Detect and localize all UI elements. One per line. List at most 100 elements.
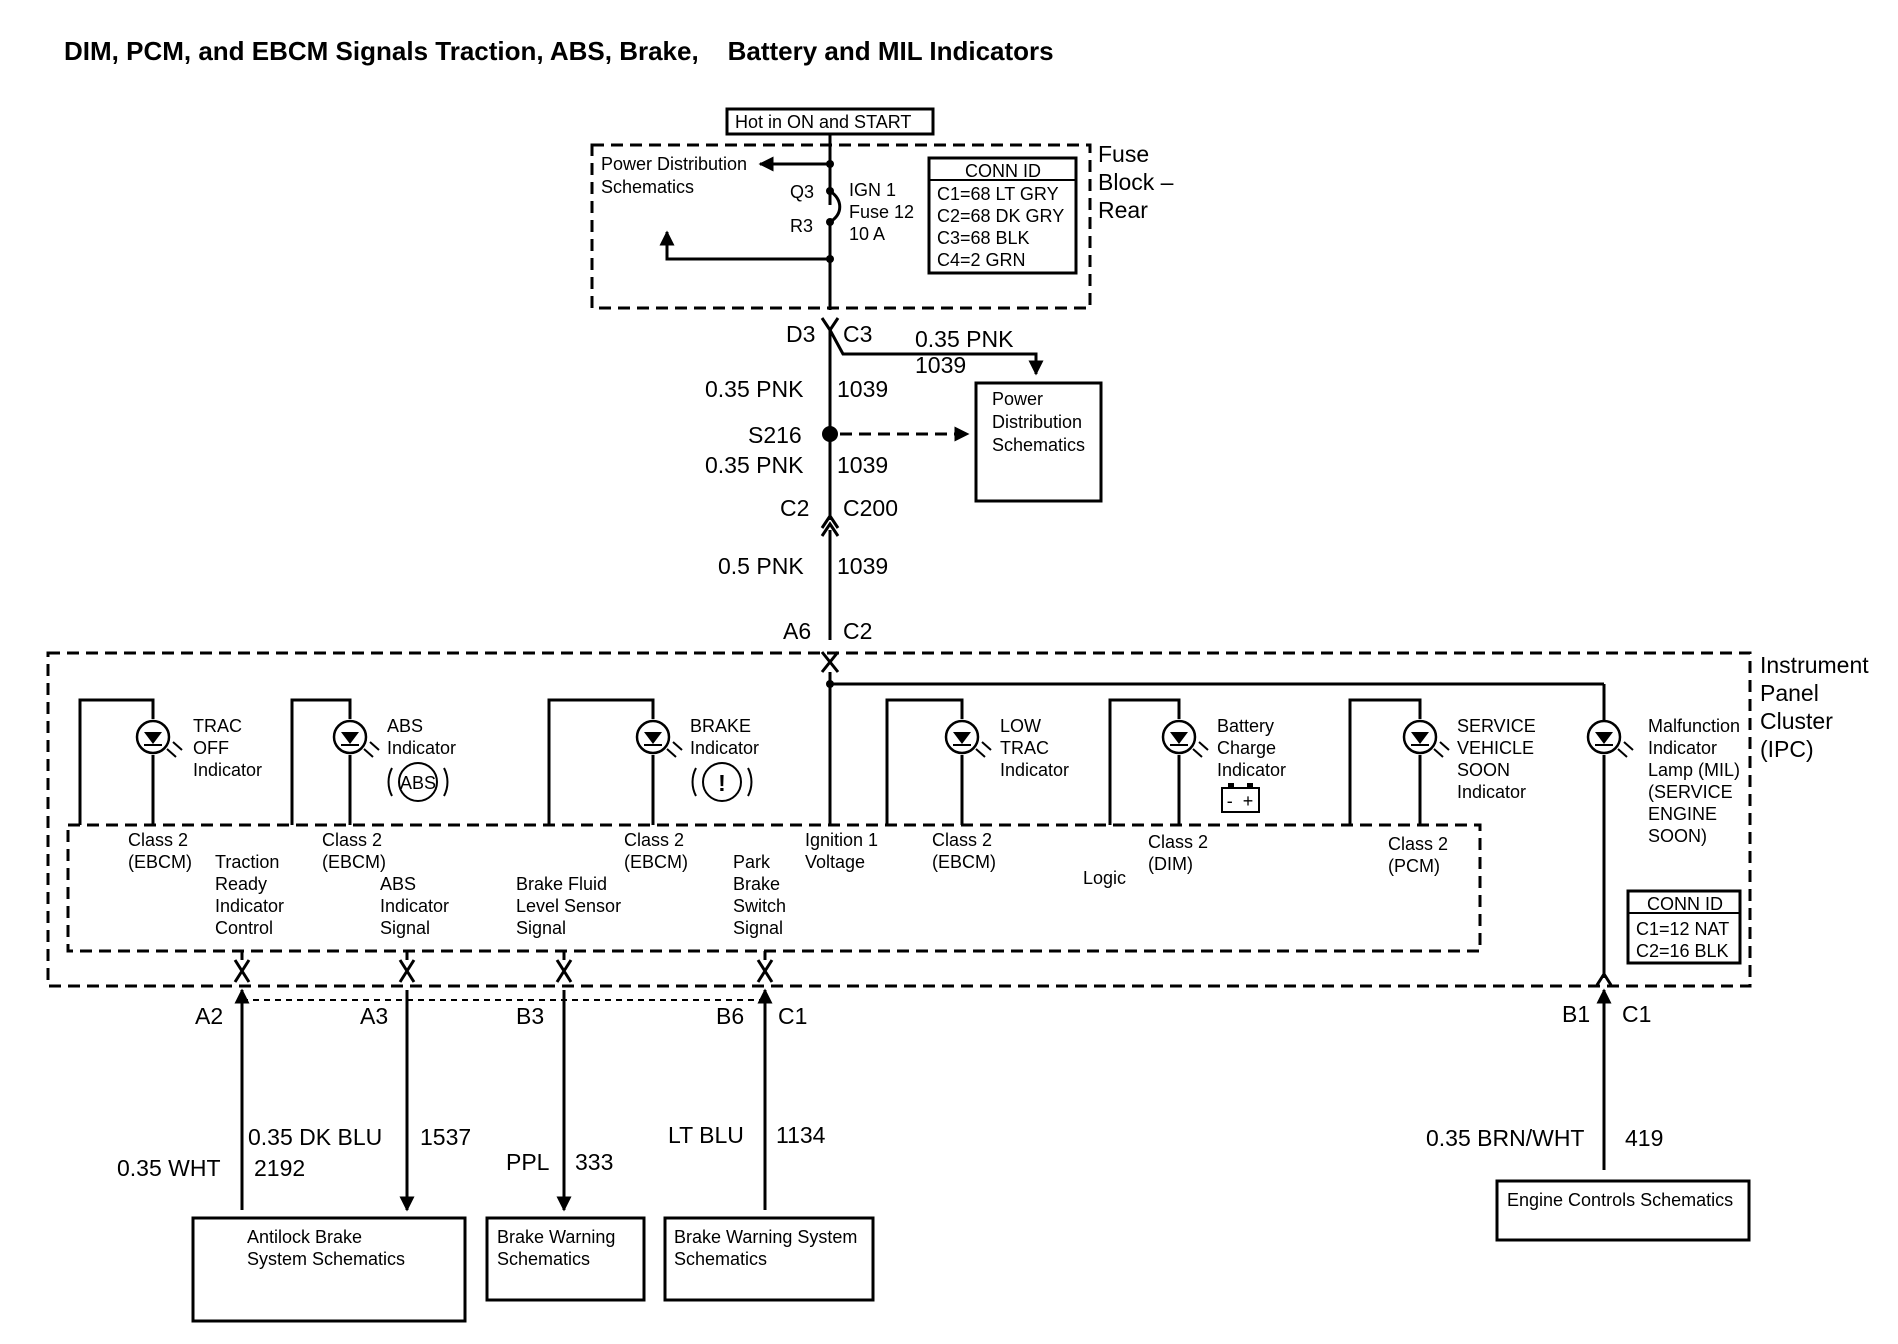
pin-chevrons xyxy=(398,959,416,983)
brake-indicator-label-1: BRAKE xyxy=(690,716,751,736)
brake-indicator-label-2: Indicator xyxy=(690,738,759,758)
fuse-label-3: 10 A xyxy=(849,224,885,244)
dest-brake-warning[interactable] xyxy=(485,1216,646,1302)
trac-off-supply-wire xyxy=(78,698,155,825)
dest-engine-controls[interactable] xyxy=(1495,1179,1751,1242)
abs-supply-wire xyxy=(290,698,352,825)
pin-chevrons xyxy=(555,959,573,983)
conn-id-title-top: CONN ID xyxy=(965,161,1041,181)
dest-antilock-1: Antilock Brake xyxy=(247,1227,362,1247)
mod-abs-signal-2: Indicator xyxy=(380,896,449,916)
connector-a6: A6 xyxy=(783,618,811,644)
wire-b3-circuit: 333 xyxy=(575,1149,613,1175)
mod-ignition-2: Voltage xyxy=(805,852,865,872)
trunk-wire-1: 0.35 PNK xyxy=(705,376,804,402)
abs-symbol-arcs xyxy=(387,767,449,797)
abs-led-circuit xyxy=(290,698,380,825)
trunk-wire-2: 0.35 PNK xyxy=(705,452,804,478)
output-circuits: A2 A3 B3 B6 C1 B1 C1 0.35 WHT 2192 0.35 … xyxy=(117,951,1751,1323)
brake-symbol-arcs xyxy=(691,767,753,797)
dest-brake-warning-system[interactable] xyxy=(663,1216,875,1302)
mod-class2-ebcm-3b: (EBCM) xyxy=(624,852,688,872)
dest-antilock-2: System Schematics xyxy=(247,1249,405,1269)
mod-brake-fluid-3: Signal xyxy=(516,918,566,938)
dest-brake-warning-1: Brake Warning xyxy=(497,1227,615,1247)
pin-connector-1 xyxy=(398,951,416,1212)
svs-led-circuit xyxy=(1348,698,1450,825)
trac-off-label-3: Indicator xyxy=(193,760,262,780)
brake-supply-wire xyxy=(547,698,655,825)
trunk-wire-3: 0.5 PNK xyxy=(718,553,804,579)
junction-dot xyxy=(826,160,834,168)
low-trac-light-rays xyxy=(975,741,992,758)
dest-antilock-brake[interactable] xyxy=(191,1216,467,1323)
terminal-q3: Q3 xyxy=(790,182,814,202)
svs-label-1: SERVICE xyxy=(1457,716,1536,736)
dest-brake-warning-system-1: Brake Warning System xyxy=(674,1227,857,1247)
ipc-name-3: Cluster xyxy=(1760,708,1833,734)
mil-diode-triangle xyxy=(1595,732,1613,744)
mod-traction-4: Control xyxy=(215,918,273,938)
fuse-block-name-1: Fuse xyxy=(1098,141,1149,167)
mod-class2-pcm-a: Class 2 xyxy=(1388,834,1448,854)
battery-label-2: Charge xyxy=(1217,738,1276,758)
fuse-block-name-3: Rear xyxy=(1098,197,1148,223)
brake-symbol-icon xyxy=(702,762,742,802)
mil-label-3: Lamp (MIL) xyxy=(1648,760,1740,780)
mod-park-brake-4: Signal xyxy=(733,918,783,938)
trac-off-diode-triangle xyxy=(144,732,162,744)
connector-c2: C2 xyxy=(780,495,809,521)
mod-ignition-1: Ignition 1 xyxy=(805,830,878,850)
fuse-block-name-2: Block – xyxy=(1098,169,1174,195)
dest-brake-warning-2: Schematics xyxy=(497,1249,590,1269)
pin-b1: B1 xyxy=(1562,1001,1590,1027)
fuse-branch-arrow xyxy=(659,230,830,261)
mil-light-rays xyxy=(1617,741,1634,758)
battery-label-3: Indicator xyxy=(1217,760,1286,780)
pin-b6: B6 xyxy=(716,1003,744,1029)
conn-id-box-top xyxy=(927,156,1078,275)
branch-wire xyxy=(828,329,1044,376)
pin-connector-3 xyxy=(756,951,774,1210)
mod-abs-signal-3: Signal xyxy=(380,918,430,938)
battery-symbol-text: - + xyxy=(1227,791,1254,811)
wire-a3-color: 0.35 DK BLU xyxy=(248,1124,382,1150)
conn-id-title-ipc: CONN ID xyxy=(1647,894,1723,914)
trac-off-label-2: OFF xyxy=(193,738,229,758)
conn-c2-ipc: C2=16 BLK xyxy=(1636,941,1729,961)
pin-connector-mil xyxy=(1595,971,1613,1170)
connector-c200 xyxy=(820,513,840,537)
low-trac-label-1: LOW xyxy=(1000,716,1041,736)
conn-id-box-ipc xyxy=(1626,889,1742,965)
mil-label-2: Indicator xyxy=(1648,738,1717,758)
ipc-pin-connectors xyxy=(233,951,1613,1212)
wire-b6-color: LT BLU xyxy=(668,1122,744,1148)
wire-b3-color: PPL xyxy=(506,1149,550,1175)
power-dist-box-2 xyxy=(974,381,1103,503)
mod-class2-ebcm-1b: (EBCM) xyxy=(128,852,192,872)
trac-off-light-rays xyxy=(166,741,183,758)
ipc-module-outline xyxy=(66,823,1482,953)
mod-park-brake-3: Switch xyxy=(733,896,786,916)
pin-chevrons xyxy=(233,959,251,983)
abs-light-rays xyxy=(363,741,380,758)
conn-c4-top: C4=2 GRN xyxy=(937,250,1026,270)
conn-c2-top: C2=68 DK GRY xyxy=(937,206,1064,226)
abs-symbol-text: ABS xyxy=(400,773,436,793)
mod-class2-ebcm-4b: (EBCM) xyxy=(932,852,996,872)
mod-class2-ebcm-2a: Class 2 xyxy=(322,830,382,850)
low-trac-diode-triangle xyxy=(953,732,971,744)
ipc-outline xyxy=(46,651,1752,988)
svs-label-2: VEHICLE xyxy=(1457,738,1534,758)
wire-a3-circuit: 1537 xyxy=(420,1124,471,1150)
terminal-r3: R3 xyxy=(790,216,813,236)
branch-circuit-label: 1039 xyxy=(915,352,966,378)
low-trac-label-3: Indicator xyxy=(1000,760,1069,780)
battery-terminal xyxy=(1228,783,1234,788)
wire-b1-color: 0.35 BRN/WHT xyxy=(1426,1125,1584,1151)
pin-connector-2 xyxy=(555,951,573,1212)
abs-symbol-icon xyxy=(398,762,438,802)
branch-wire-label: 0.35 PNK xyxy=(915,326,1014,352)
low-trac-led-circuit xyxy=(885,698,992,825)
